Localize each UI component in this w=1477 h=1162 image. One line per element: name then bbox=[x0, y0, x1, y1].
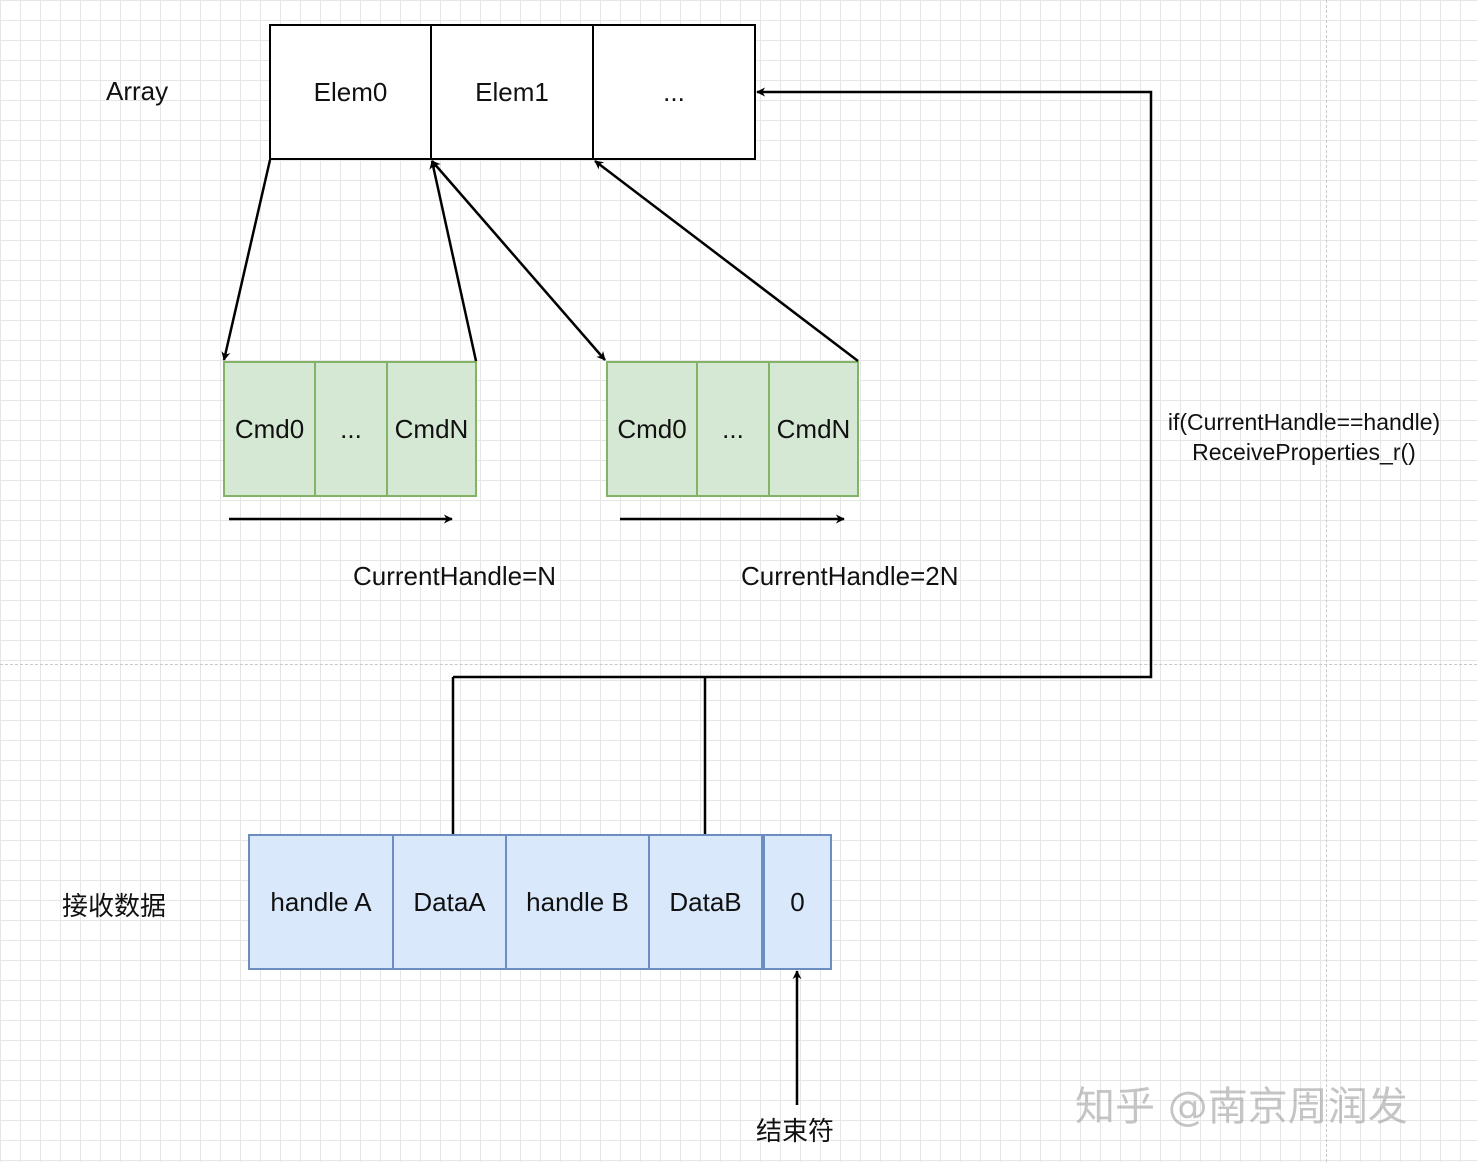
cmd-group2-cmdn[interactable]: CmdN bbox=[768, 361, 859, 497]
page-guide-horizontal bbox=[0, 664, 1477, 665]
condition-text: if(CurrentHandle==handle) ReceivePropert… bbox=[1156, 407, 1452, 467]
line-loop-to-array bbox=[453, 87, 1153, 679]
array-elem1[interactable]: Elem1 bbox=[430, 24, 594, 160]
arrow-elem0-to-group1 bbox=[221, 159, 272, 361]
received-handle-b[interactable]: handle B bbox=[505, 834, 650, 970]
condition-line2: ReceiveProperties_r() bbox=[1192, 439, 1416, 465]
array-elem-ellipsis[interactable]: ... bbox=[592, 24, 756, 160]
cmd-group2-cmd0[interactable]: Cmd0 bbox=[606, 361, 698, 497]
arrow-group2-to-next bbox=[594, 160, 859, 362]
cmd-group1-ellipsis[interactable]: ... bbox=[314, 361, 388, 497]
cmd-group2-handle-label: CurrentHandle=2N bbox=[741, 561, 959, 591]
terminator-label: 结束符 bbox=[756, 1116, 835, 1146]
arrow-elem1-to-group2 bbox=[431, 160, 606, 361]
watermark: 知乎 @南京周润发 bbox=[1075, 1084, 1408, 1130]
cmd-group1-cmdn[interactable]: CmdN bbox=[386, 361, 477, 497]
condition-line1: if(CurrentHandle==handle) bbox=[1167, 409, 1441, 435]
received-data-b[interactable]: DataB bbox=[648, 834, 763, 970]
received-data-label: 接收数据 bbox=[62, 891, 167, 921]
received-data-a[interactable]: DataA bbox=[392, 834, 507, 970]
cmd-group1-cmd0[interactable]: Cmd0 bbox=[223, 361, 316, 497]
page-guide-vertical bbox=[1326, 0, 1327, 1162]
array-elem0[interactable]: Elem0 bbox=[269, 24, 432, 160]
array-label: Array bbox=[106, 76, 169, 106]
arrow-group1-to-elem1 bbox=[429, 160, 478, 362]
cmd-group1-handle-label: CurrentHandle=N bbox=[353, 561, 557, 591]
cmd-group2-ellipsis[interactable]: ... bbox=[696, 361, 770, 497]
received-terminator-zero[interactable]: 0 bbox=[763, 834, 832, 970]
